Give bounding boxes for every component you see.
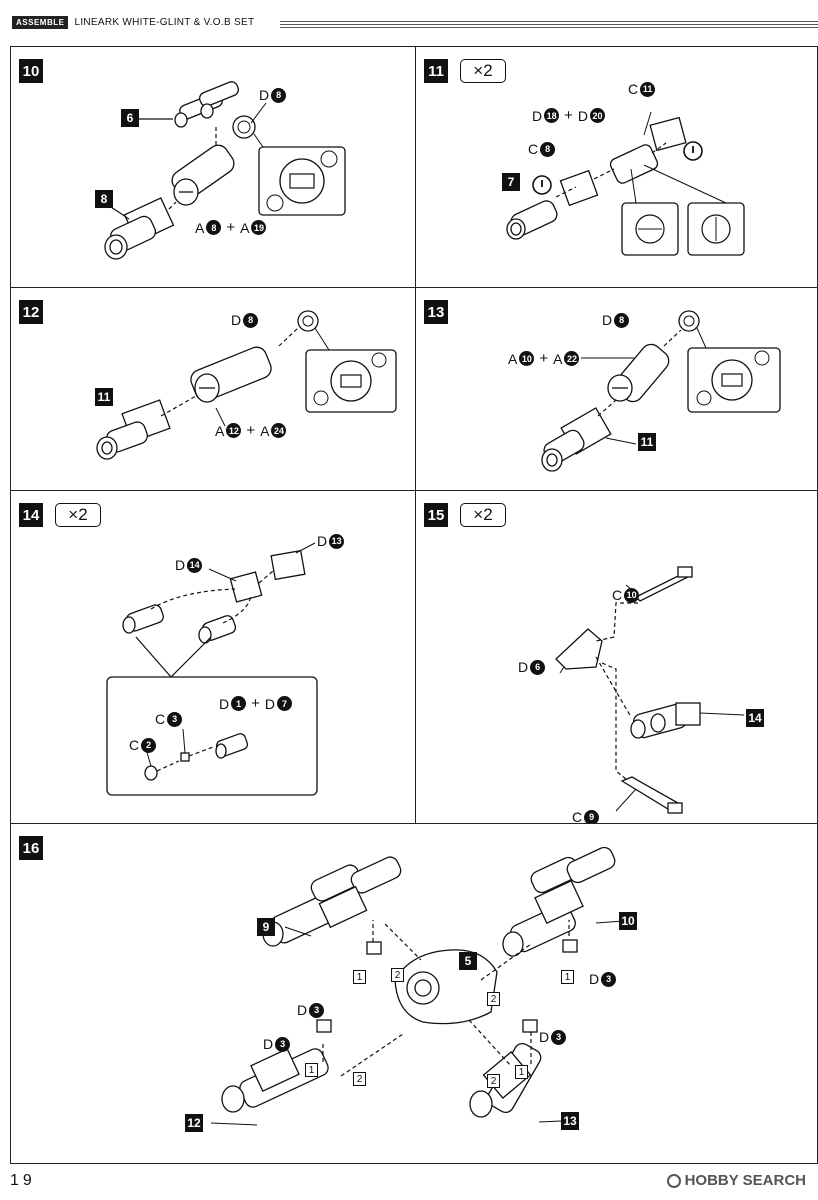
step-14-panel: 14 ×2 [11, 491, 416, 824]
order-1-lower-left: 1 [305, 1063, 318, 1077]
step-ref-13: 13 [561, 1112, 579, 1130]
step-15-drawing [555, 566, 745, 814]
order-2-lower-right: 2 [487, 1074, 500, 1088]
step-ref-10: 10 [619, 912, 637, 930]
step-16-drawing [210, 846, 624, 1126]
step-10-panel: 10 [11, 47, 416, 288]
step-ref-14: 14 [746, 709, 764, 727]
step-number: 10 [19, 59, 43, 83]
order-1-lower-right: 1 [515, 1065, 528, 1079]
order-2-upper-right: 2 [487, 992, 500, 1006]
step-ref-11: 11 [95, 388, 113, 406]
step-16-panel: 16 [11, 824, 818, 1165]
watermark: HOBBY SEARCH [666, 1172, 806, 1189]
order-1-upper-right: 1 [561, 970, 574, 984]
instruction-grid: 10 [10, 46, 818, 1164]
step-ref-5: 5 [459, 952, 477, 970]
page-number: 19 [10, 1172, 36, 1189]
quantity-badge: ×2 [55, 503, 101, 527]
step-number: 14 [19, 503, 43, 527]
quantity-badge: ×2 [460, 503, 506, 527]
step-11-drawing [506, 111, 745, 256]
watermark-text: HOBBY SEARCH [684, 1172, 806, 1189]
assemble-tag: ASSEMBLE [12, 15, 69, 29]
step-number: 12 [19, 300, 43, 324]
step-ref-9: 9 [257, 918, 275, 936]
step-number: 11 [424, 59, 448, 83]
step-11-panel: 11 ×2 [416, 47, 818, 288]
step-number: 16 [19, 836, 43, 860]
order-2-lower-left: 2 [353, 1072, 366, 1086]
step-number: 13 [424, 300, 448, 324]
step-number: 15 [424, 503, 448, 527]
page-header: ASSEMBLE LINEARK WHITE-GLINT & V.O.B SET [12, 14, 254, 30]
step-14-drawing [106, 542, 318, 796]
step-10-drawing [104, 81, 346, 260]
header-title: LINEARK WHITE-GLINT & V.O.B SET [74, 16, 255, 28]
order-1-upper-left: 1 [353, 970, 366, 984]
step-ref-8: 8 [95, 190, 113, 208]
quantity-badge: ×2 [460, 59, 506, 83]
header-rule [280, 21, 818, 28]
step-12-drawing [96, 310, 397, 460]
step-ref-11: 11 [638, 433, 656, 451]
hobby-search-logo-icon [666, 1173, 681, 1188]
step-ref-6: 6 [121, 109, 139, 127]
step-ref-7: 7 [502, 173, 520, 191]
order-2-upper-left: 2 [391, 968, 404, 982]
step-ref-12: 12 [185, 1114, 203, 1132]
step-13-drawing [541, 310, 781, 472]
